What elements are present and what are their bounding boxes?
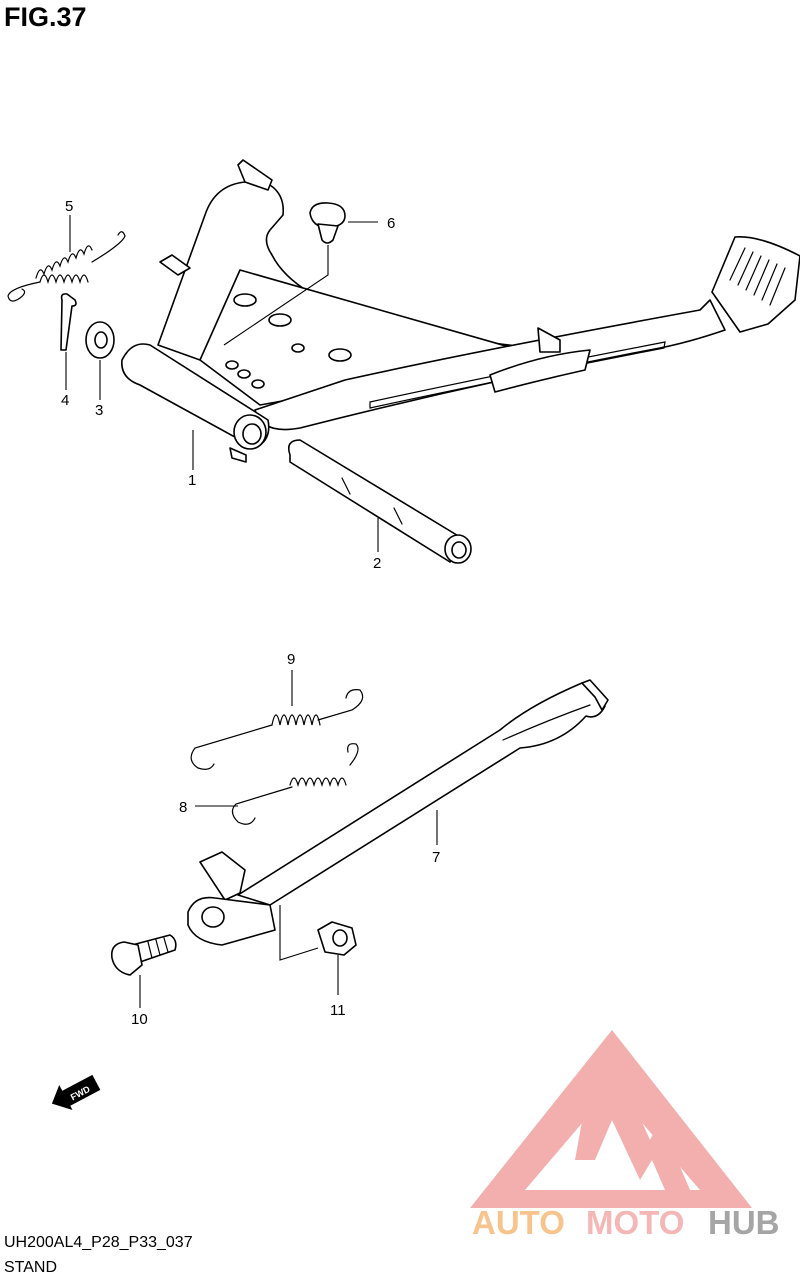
spring-9-coil xyxy=(271,714,321,726)
side-stand-tab xyxy=(199,851,246,901)
figure-title: FIG.37 xyxy=(4,2,87,32)
watermark-word-auto: AUTO xyxy=(472,1204,565,1241)
pedal-groove xyxy=(769,267,786,306)
stand-spring-part xyxy=(7,231,126,302)
fwd-arrow-shape xyxy=(51,1074,101,1110)
watermark-m-shape xyxy=(575,1055,690,1190)
center-stand-top-tab xyxy=(237,159,273,191)
pivot-shaft-head-bore xyxy=(451,541,467,559)
spring-8-hook-right xyxy=(347,743,359,766)
watermark-word-hub: HUB xyxy=(708,1204,780,1241)
spring-5-coil-back xyxy=(35,245,93,279)
plate-hole xyxy=(225,360,239,370)
pivot-bolt-head xyxy=(110,941,143,976)
pivot-tube-bore xyxy=(242,423,262,445)
center-stand-part xyxy=(121,159,800,463)
callout-labels: 1 2 3 4 5 6 7 8 9 10 11 xyxy=(61,198,440,1028)
callout-6: 6 xyxy=(387,215,395,232)
pedal-groove xyxy=(753,259,770,296)
plate-hole xyxy=(291,343,305,353)
side-spring-inner-part xyxy=(231,743,359,825)
watermark-word-moto: MOTO xyxy=(586,1204,684,1241)
pivot-nut-bore xyxy=(332,929,348,947)
leader-6-bend xyxy=(223,245,329,346)
pedal-groove xyxy=(745,255,762,291)
stopper-rubber-part xyxy=(309,202,346,244)
callout-9: 9 xyxy=(287,651,295,668)
spring-5-hook-right xyxy=(91,231,126,263)
callout-11: 11 xyxy=(330,1002,346,1019)
spring-9-hook-right xyxy=(317,689,364,721)
cotter-pin xyxy=(60,293,77,351)
pivot-shaft-step xyxy=(341,477,351,495)
side-stand-leg xyxy=(237,682,606,906)
diagram-code: UH200AL4_P28_P33_037 xyxy=(4,1234,193,1251)
center-stand-pivot-tube xyxy=(121,343,270,449)
pivot-nut-part xyxy=(317,921,357,956)
plate-hole xyxy=(268,313,292,327)
callout-8: 8 xyxy=(179,799,187,816)
plate-hole xyxy=(237,369,251,379)
pedal-groove xyxy=(761,263,778,301)
spring-9-hook-left xyxy=(190,724,273,770)
callout-5: 5 xyxy=(65,198,73,215)
pivot-bolt-part xyxy=(110,934,177,976)
callout-7: 7 xyxy=(432,849,440,866)
pivot-shaft-step xyxy=(393,507,403,525)
cotter-pin-part xyxy=(60,293,77,351)
plate-hole xyxy=(328,348,352,362)
kick-arm-bracket xyxy=(537,327,561,353)
leader-lines xyxy=(65,215,438,1008)
washer-part xyxy=(85,321,115,359)
side-stand-part xyxy=(187,679,609,946)
plate-hole xyxy=(233,293,257,307)
callout-1: 1 xyxy=(188,472,196,489)
kick-arm-rib xyxy=(489,349,591,393)
spring-8-hook-left xyxy=(231,786,293,825)
callout-4: 4 xyxy=(61,392,69,409)
kick-pedal xyxy=(711,236,800,333)
plate-hole xyxy=(251,379,265,389)
center-stand-kick-arm xyxy=(254,299,726,431)
side-stand-pivot-boss xyxy=(187,896,276,946)
diagram-description: STAND xyxy=(4,1259,58,1276)
kick-arm-slot xyxy=(369,341,666,409)
side-spring-outer-part xyxy=(190,689,364,770)
washer-inner xyxy=(94,331,108,349)
spring-8-coil xyxy=(289,777,347,788)
callout-3: 3 xyxy=(95,402,103,419)
pedal-groove xyxy=(729,247,746,281)
spring-5-coil xyxy=(39,274,89,285)
leader-11-bend xyxy=(279,905,319,961)
leg-stop-bolt xyxy=(159,254,191,276)
bolt-thread xyxy=(147,941,153,959)
side-stand-foot-tip xyxy=(581,679,609,711)
spring-5-hook-left xyxy=(7,281,41,302)
pedal-groove xyxy=(737,251,754,286)
bolt-thread xyxy=(163,937,169,953)
pivot-tube-lug xyxy=(229,447,247,463)
callout-2: 2 xyxy=(373,555,381,572)
watermark-logo: AUTO MOTO HUB xyxy=(470,1030,780,1241)
callout-10: 10 xyxy=(131,1011,148,1028)
side-stand-bore xyxy=(201,906,225,928)
fwd-arrow-icon: FWD xyxy=(51,1074,101,1110)
side-stand-ridge xyxy=(502,704,591,741)
pivot-shaft-part xyxy=(287,439,472,564)
stopper-stem xyxy=(317,223,339,244)
bolt-thread xyxy=(155,939,161,956)
pivot-shaft-body xyxy=(287,439,466,563)
